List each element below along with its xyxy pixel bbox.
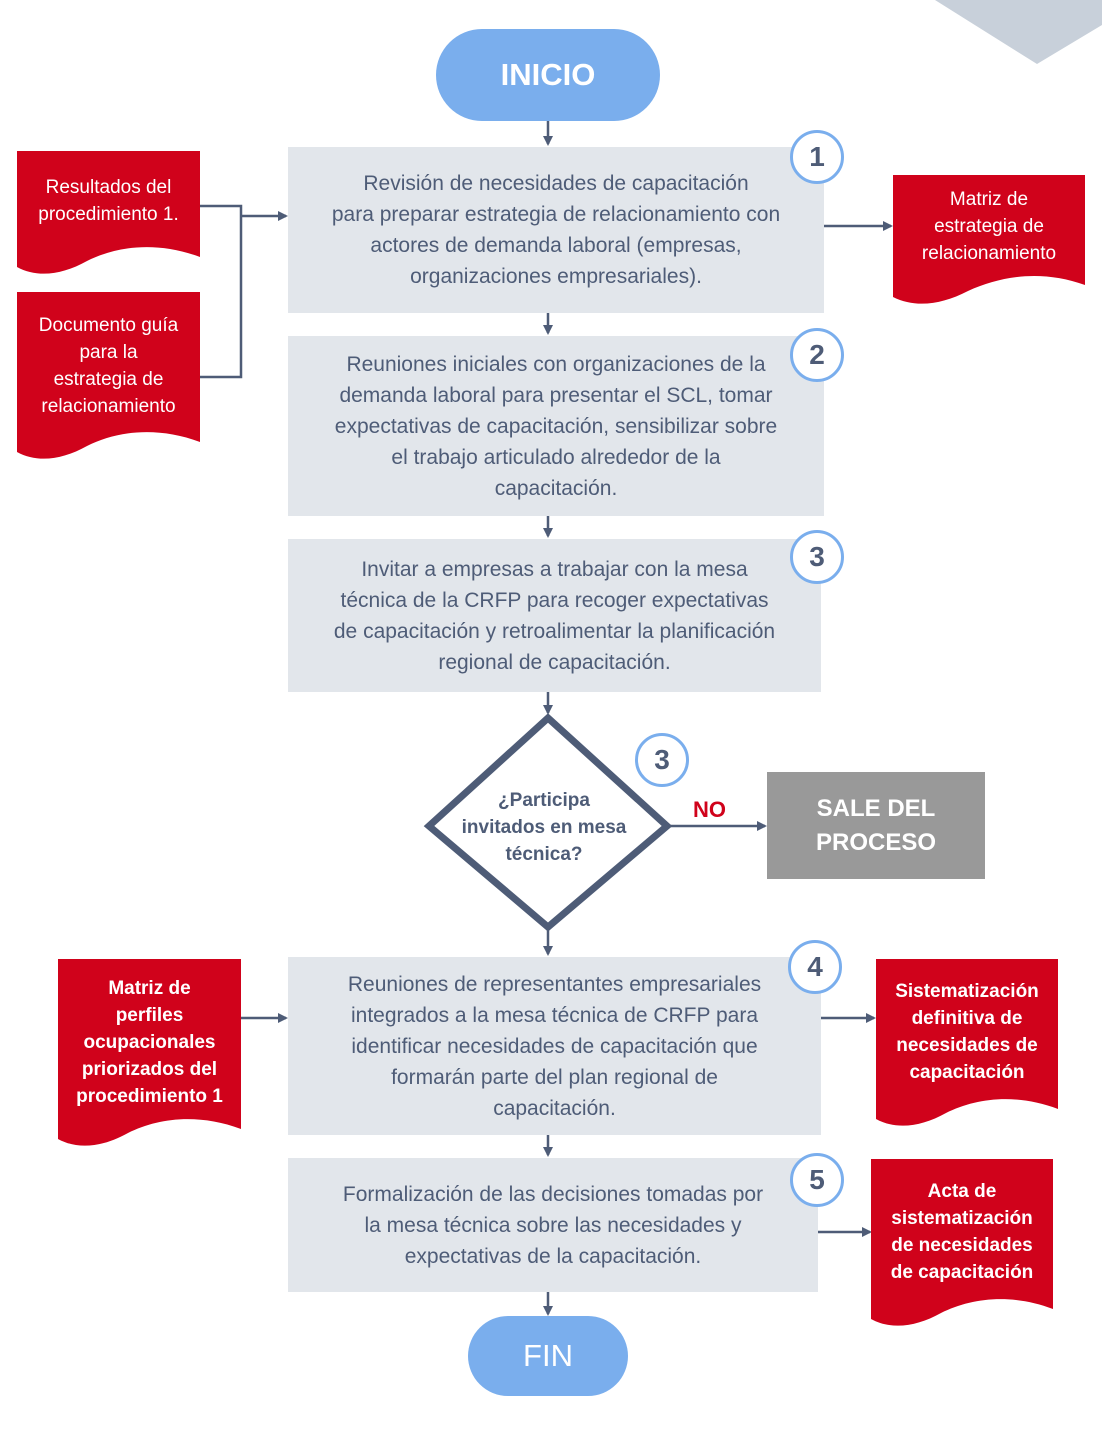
step-5-box: Formalización de las decisiones tomadas … (288, 1158, 818, 1292)
input-connector-resultados (200, 204, 243, 216)
step-4-box: Reuniones de representantes empresariale… (288, 957, 821, 1135)
decision-diamond (423, 713, 673, 932)
document-shape (17, 292, 200, 459)
document-shape (871, 1159, 1053, 1326)
document-shape (876, 959, 1058, 1126)
step-2-box: Reuniones iniciales con organizaciones d… (288, 336, 824, 516)
document-label: Resultados del procedimiento 1. (38, 177, 179, 225)
step-5-badge: 5 (790, 1153, 844, 1207)
start-terminal: INICIO (436, 29, 660, 121)
step-2-badge: 2 (790, 328, 844, 382)
step-1-badge: 1 (790, 130, 844, 184)
no-label: NO (693, 797, 726, 822)
step-3-badge: 3 (790, 530, 844, 584)
document-label: Sistematización definitiva de necesidade… (895, 981, 1039, 1083)
step-4-badge: 4 (788, 940, 842, 994)
decision-badge: 3 (635, 733, 689, 787)
document-label: Matriz de perfiles ocupacionales prioriz… (76, 977, 223, 1107)
decision-question: ¿Participa invitados en mesa técnica? (461, 789, 627, 865)
step-3-box: Invitar a empresas a trabajar con la mes… (288, 539, 821, 692)
document-shape (17, 151, 200, 274)
document-label: Acta de sistematización de necesidades d… (890, 1181, 1034, 1283)
output-document-sistematizacion: Sistematización definitiva de necesidade… (876, 959, 1058, 1131)
document-label: Matriz de estrategia de relacionamiento (921, 188, 1057, 264)
step-1-box: Revisión de necesidades de capacitación … (288, 147, 824, 313)
document-label: Documento guía para la estrategia de rel… (38, 315, 179, 417)
document-shape (893, 175, 1085, 304)
input-connector-documento (200, 216, 243, 379)
end-terminal: FIN (468, 1316, 628, 1396)
input-document-resultados: Resultados del procedimiento 1. (17, 151, 200, 278)
input-document-guia: Documento guía para la estrategia de rel… (17, 292, 200, 464)
input-document-matriz-perfiles: Matriz de perfiles ocupacionales prioriz… (58, 959, 241, 1151)
document-shape (58, 959, 241, 1146)
output-document-acta: Acta de sistematización de necesidades d… (871, 1159, 1053, 1331)
output-document-matriz-estrategia: Matriz de estrategia de relacionamiento (893, 175, 1085, 308)
exit-process-box: SALE DEL PROCESO (767, 772, 985, 879)
